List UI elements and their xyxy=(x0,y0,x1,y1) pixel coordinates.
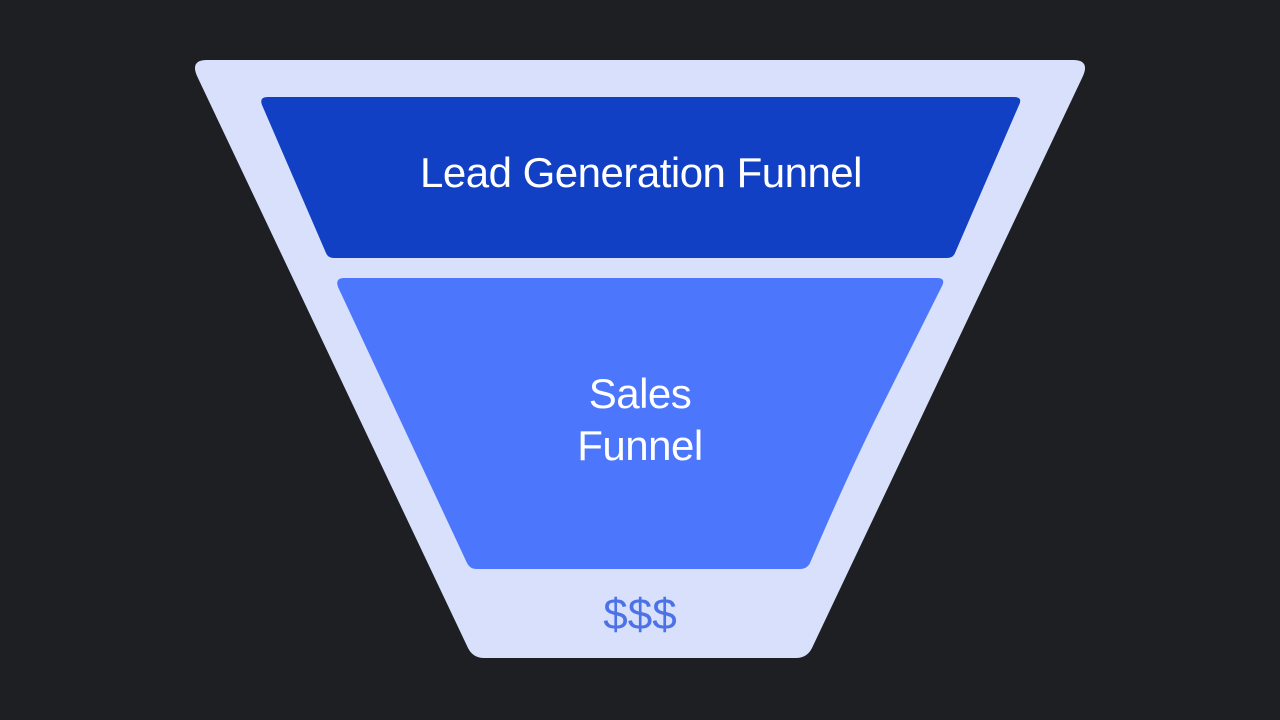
money-output-label: $$$ xyxy=(603,590,677,639)
sales-funnel-label: Sales Funnel xyxy=(440,368,840,472)
sales-stage xyxy=(337,278,944,569)
lead-generation-label: Lead Generation Funnel xyxy=(420,149,863,196)
sales-label-line2: Funnel xyxy=(577,422,703,469)
sales-label-line1: Sales xyxy=(588,370,692,417)
lead-generation-stage xyxy=(261,97,1021,258)
